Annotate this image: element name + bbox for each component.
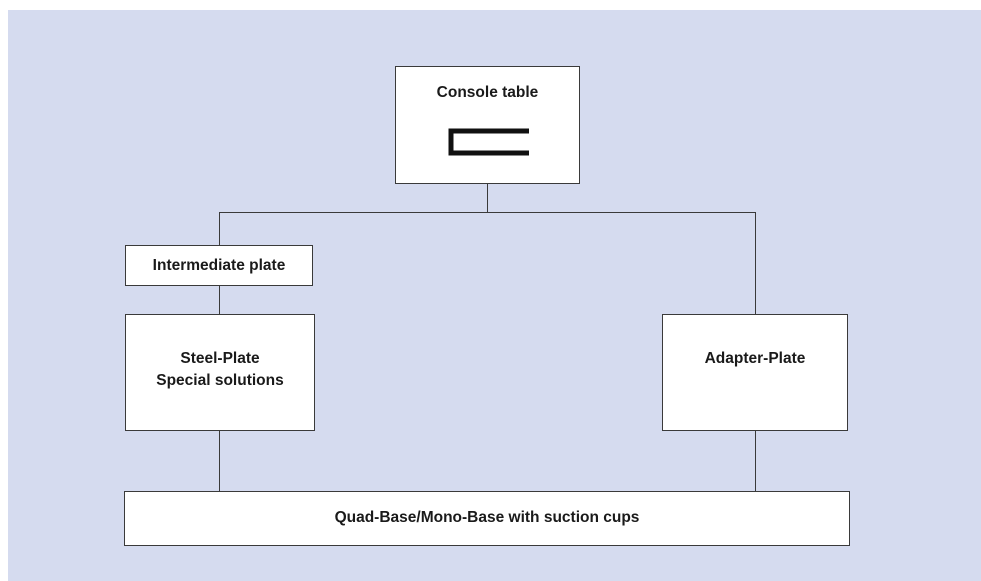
bracket-icon: [448, 128, 529, 156]
connector-left-down-to-intermediate: [219, 212, 220, 246]
base-label: Quad-Base/Mono-Base with suction cups: [334, 509, 640, 526]
connector-right-down-to-adapter: [755, 212, 756, 315]
connector-horizontal-top: [219, 212, 756, 213]
special-solutions-label: Special solutions: [156, 372, 284, 389]
connector-steel-to-base: [219, 430, 220, 492]
adapter-plate-label: Adapter-Plate: [704, 350, 806, 367]
base-box: Quad-Base/Mono-Base with suction cups: [124, 491, 850, 546]
steel-plate-box: Steel-Plate Special solutions: [125, 314, 315, 431]
connector-intermediate-to-steel: [219, 285, 220, 315]
intermediate-plate-label: Intermediate plate: [152, 257, 286, 274]
diagram-canvas: Console table Intermediate plate Steel-P…: [8, 10, 981, 581]
adapter-plate-box: Adapter-Plate: [662, 314, 848, 431]
connector-adapter-to-base: [755, 430, 756, 492]
steel-plate-label: Steel-Plate: [180, 350, 260, 367]
console-table-box: Console table: [395, 66, 580, 184]
connector-console-down: [487, 183, 488, 213]
console-table-label: Console table: [436, 84, 539, 101]
intermediate-plate-box: Intermediate plate: [125, 245, 313, 286]
